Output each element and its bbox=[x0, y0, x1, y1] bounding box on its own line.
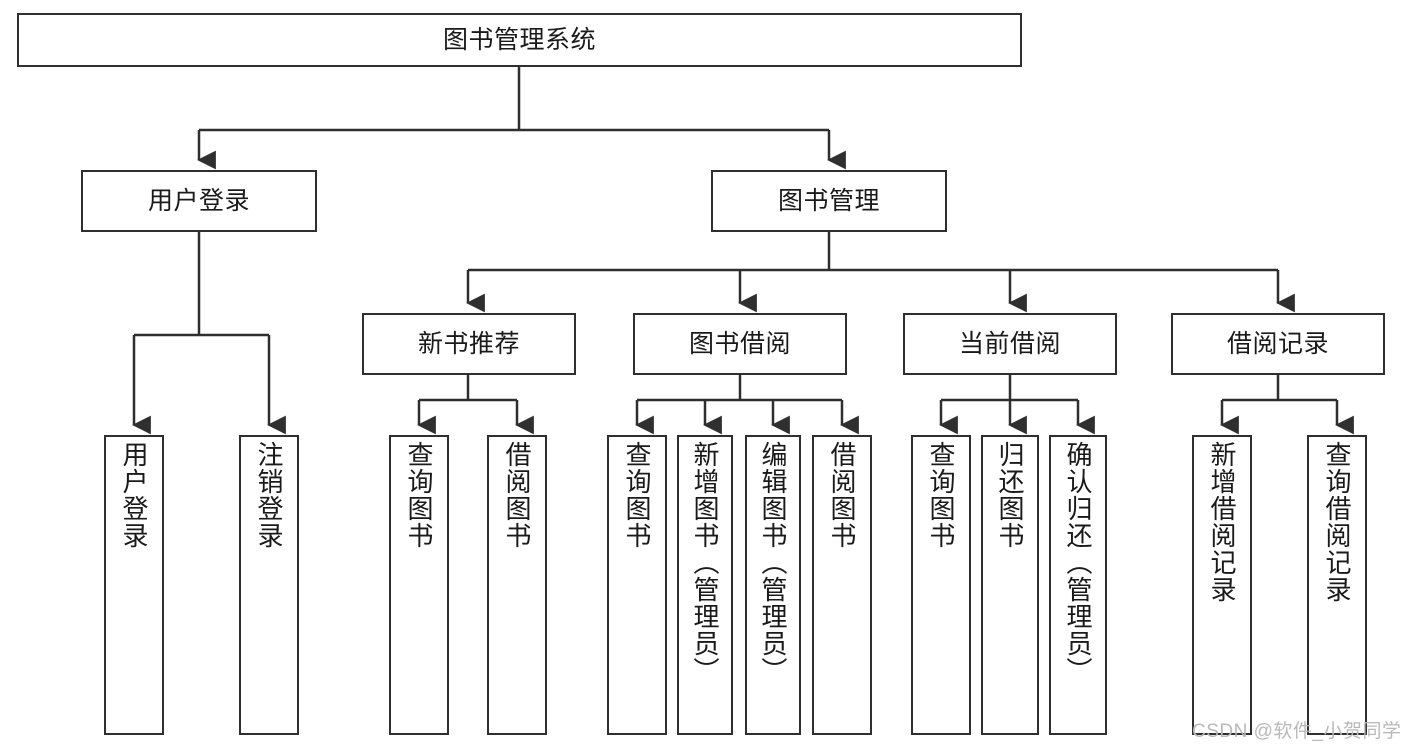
leaf-record-query[interactable]: 查询借阅记录 bbox=[1307, 435, 1367, 735]
leaf-label: 借阅图书 bbox=[827, 441, 857, 549]
node-current-borrow[interactable]: 当前借阅 bbox=[903, 313, 1117, 375]
leaf-label: 借阅图书 bbox=[502, 441, 532, 549]
leaf-label: 新增图书（管理员） bbox=[690, 441, 720, 684]
leaf-label: 查询图书 bbox=[404, 441, 434, 549]
node-book-borrow[interactable]: 图书借阅 bbox=[633, 313, 847, 375]
leaf-current-return[interactable]: 归还图书 bbox=[981, 435, 1039, 735]
leaf-label: 归还图书 bbox=[995, 441, 1025, 549]
node-user-login[interactable]: 用户登录 bbox=[81, 170, 317, 232]
watermark: CSDN @软件_小贺同学 bbox=[1192, 721, 1402, 742]
leaf-current-confirm-return[interactable]: 确认归还（管理员） bbox=[1049, 435, 1107, 735]
node-current-borrow-label: 当前借阅 bbox=[958, 329, 1061, 358]
node-user-login-label: 用户登录 bbox=[147, 186, 250, 215]
node-new-book-recommend-label: 新书推荐 bbox=[417, 329, 520, 358]
leaf-label: 查询图书 bbox=[926, 441, 956, 549]
leaf-borrow-add-book[interactable]: 新增图书（管理员） bbox=[677, 435, 733, 735]
node-new-book-recommend[interactable]: 新书推荐 bbox=[362, 313, 576, 375]
leaf-label: 查询图书 bbox=[622, 441, 652, 549]
leaf-label: 编辑图书（管理员） bbox=[758, 441, 788, 684]
leaf-label: 注销登录 bbox=[254, 441, 284, 549]
leaf-borrow-borrow-book[interactable]: 借阅图书 bbox=[812, 435, 872, 735]
leaf-label: 新增借阅记录 bbox=[1207, 441, 1237, 603]
leaf-label: 确认归还（管理员） bbox=[1063, 441, 1093, 684]
leaf-new-book-query[interactable]: 查询图书 bbox=[389, 435, 449, 735]
node-borrow-record-label: 借阅记录 bbox=[1226, 329, 1329, 358]
node-book-borrow-label: 图书借阅 bbox=[688, 329, 791, 358]
leaf-current-query[interactable]: 查询图书 bbox=[911, 435, 971, 735]
leaf-borrow-query[interactable]: 查询图书 bbox=[607, 435, 667, 735]
leaf-user-login-logout[interactable]: 注销登录 bbox=[239, 435, 299, 735]
node-borrow-record[interactable]: 借阅记录 bbox=[1171, 313, 1385, 375]
node-book-manage[interactable]: 图书管理 bbox=[711, 170, 947, 232]
leaf-new-book-borrow[interactable]: 借阅图书 bbox=[487, 435, 547, 735]
node-root[interactable]: 图书管理系统 bbox=[17, 13, 1022, 67]
leaf-record-add[interactable]: 新增借阅记录 bbox=[1192, 435, 1252, 735]
leaf-label: 用户登录 bbox=[119, 441, 149, 549]
node-root-label: 图书管理系统 bbox=[442, 25, 596, 54]
leaf-user-login-login[interactable]: 用户登录 bbox=[104, 435, 164, 735]
leaf-borrow-edit-book[interactable]: 编辑图书（管理员） bbox=[745, 435, 801, 735]
node-book-manage-label: 图书管理 bbox=[777, 186, 880, 215]
leaf-label: 查询借阅记录 bbox=[1322, 441, 1352, 603]
